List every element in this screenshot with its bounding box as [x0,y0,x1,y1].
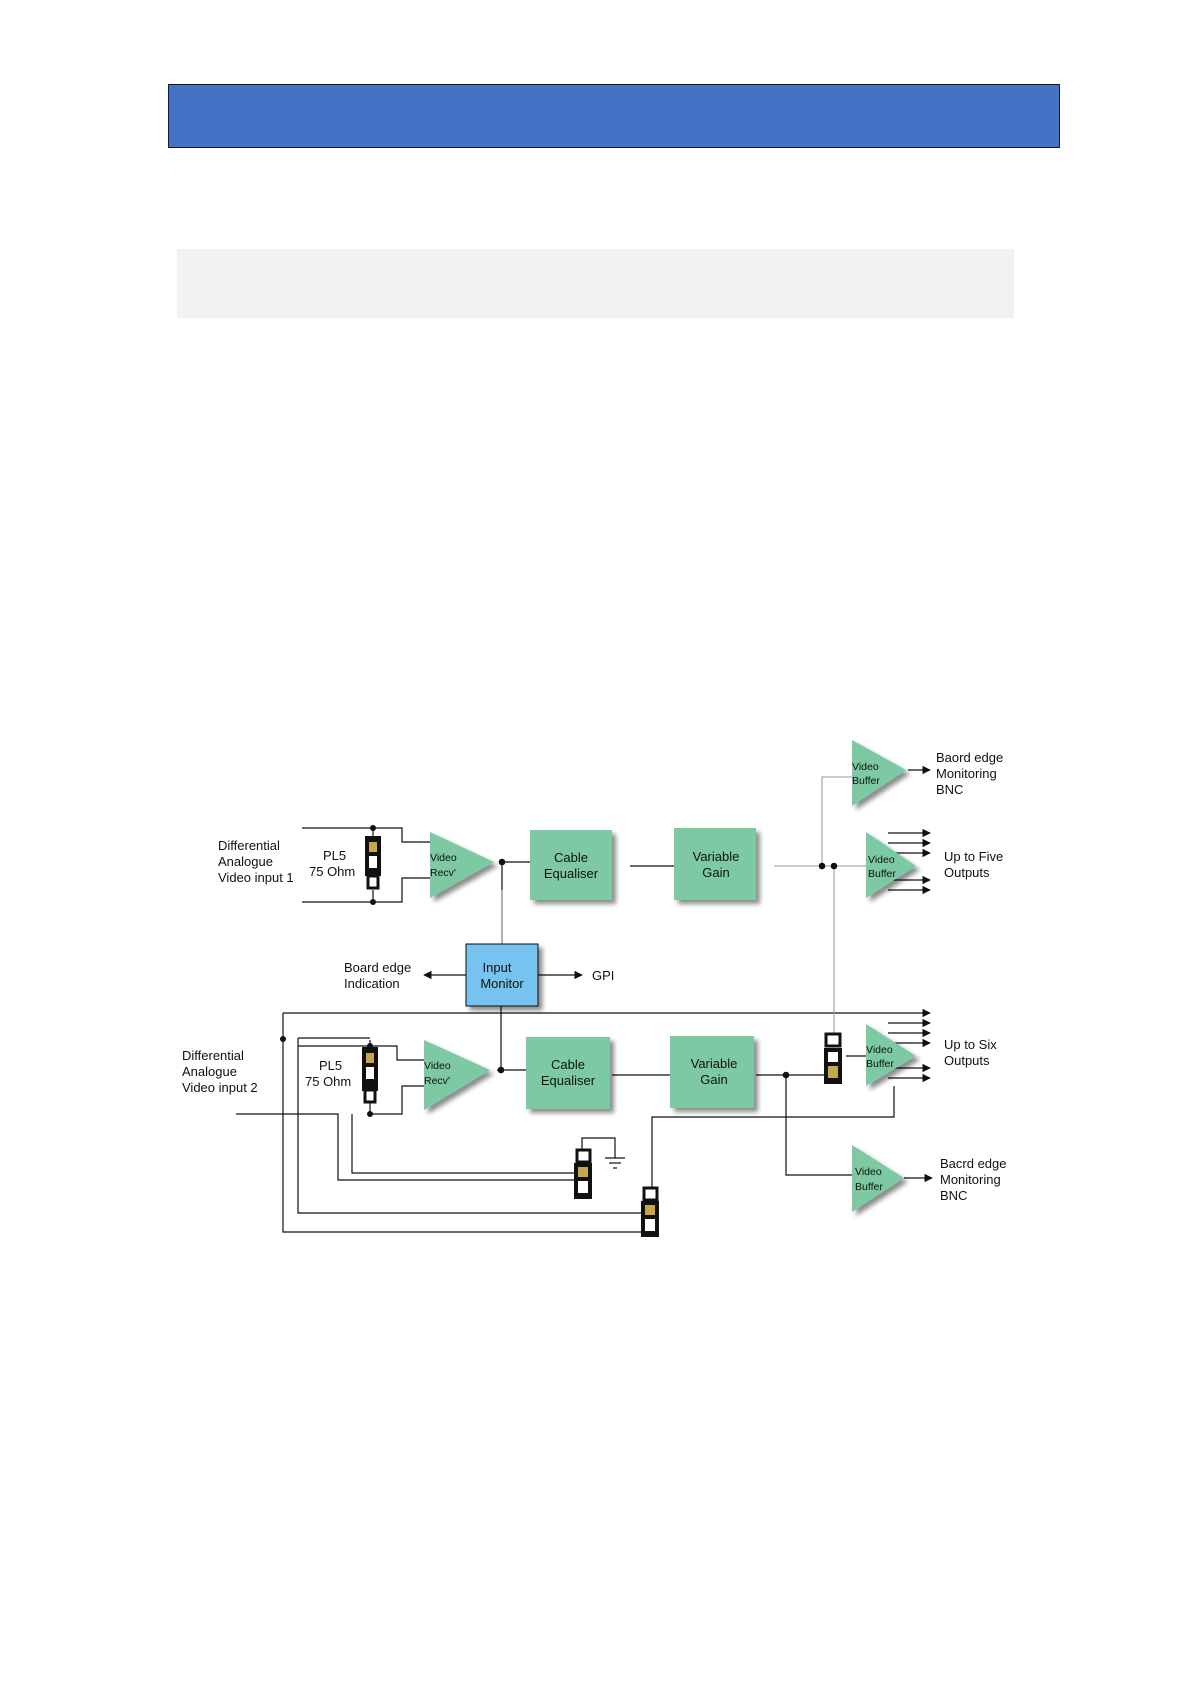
buffer-monitor-top-l2: Buffer [852,775,880,787]
recv-bottom-l2: Recv' [424,1075,450,1087]
outputs-five-l2: Outputs [944,865,990,880]
pl5-bottom-jumper [362,1047,378,1104]
eq-top-l1: Cable [554,850,588,865]
bnc-top-l1: Baord edge [936,750,1003,765]
eq-bottom-l1: Cable [551,1057,585,1072]
video-buffer-out-bottom-icon [866,1024,916,1086]
input1-label-l1: Differential [218,838,280,853]
outputs-six-l2: Outputs [944,1053,990,1068]
pl5-bottom-label-l2: 75 Ohm [305,1074,351,1089]
pl5-top-label-l1: PL5 [323,848,346,863]
variable-gain-bottom [670,1036,754,1108]
variable-gain-top [674,828,756,900]
gain-bottom-l1: Variable [691,1056,738,1071]
buffer-out-top-l2: Buffer [868,868,896,880]
input-select-jumper [641,1186,659,1237]
outputs-six-l1: Up to Six [944,1037,997,1052]
eq-bottom-l2: Equaliser [541,1073,596,1088]
video-buffer-monitor-top-icon [852,740,906,806]
function-blocks [465,828,756,1109]
bnc-top-l2: Monitoring [936,766,997,781]
cable-equaliser-top [530,830,612,900]
video-buffer-monitor-bottom-icon [852,1145,904,1212]
video-recv-bottom-icon [424,1040,490,1110]
board-edge-indication-l1: Board edge [344,960,411,975]
grey-info-box [177,249,1014,318]
eq-top-l2: Equaliser [544,866,599,881]
recv-top-l2: Recv' [430,867,456,879]
recv-top-l1: Video [430,852,457,864]
recv-bottom-l1: Video [424,1060,451,1072]
output-select-jumper [824,1032,842,1084]
cable-equaliser-bottom [526,1037,610,1109]
buffer-out-bottom-l1: Video [866,1044,893,1056]
gain-top-l1: Variable [693,849,740,864]
grey-wiring [501,776,866,1040]
monitor-l2: Monitor [480,976,524,991]
pl5-top-label-l2: 75 Ohm [309,864,355,879]
header-bar [168,84,1060,148]
pl5-top-jumper [365,836,381,890]
pl5-bottom-label-l1: PL5 [319,1058,342,1073]
bnc-bottom-l1: Bacrd edge [940,1156,1007,1171]
amplifier-triangles [424,740,916,1212]
bnc-bottom-l2: Monitoring [940,1172,1001,1187]
buffer-monitor-top-l1: Video [852,761,879,773]
gpi-label: GPI [592,968,614,983]
input-monitor [465,943,539,1007]
jumpers [362,836,842,1237]
input2-label-l3: Video input 2 [182,1080,258,1095]
buffer-monitor-bottom-l2: Buffer [855,1181,883,1193]
video-recv-top-icon [430,832,494,898]
gain-bottom-l2: Gain [700,1072,727,1087]
buffer-monitor-bottom-l1: Video [855,1166,882,1178]
input2-label-l1: Differential [182,1048,244,1063]
ground-jumper [574,1148,592,1199]
buffer-out-bottom-l2: Buffer [866,1058,894,1070]
gain-top-l2: Gain [702,865,729,880]
video-buffer-out-top-icon [866,832,916,898]
bnc-bottom-l3: BNC [940,1188,967,1203]
outputs-five-l1: Up to Five [944,849,1003,864]
monitor-l1: Input [483,960,512,975]
board-edge-indication-l2: Indication [344,976,400,991]
input2-label-l2: Analogue [182,1064,237,1079]
bnc-top-l3: BNC [936,782,963,797]
buffer-out-top-l1: Video [868,854,895,866]
input1-label-l3: Video input 1 [218,870,294,885]
input1-label-l2: Analogue [218,854,273,869]
